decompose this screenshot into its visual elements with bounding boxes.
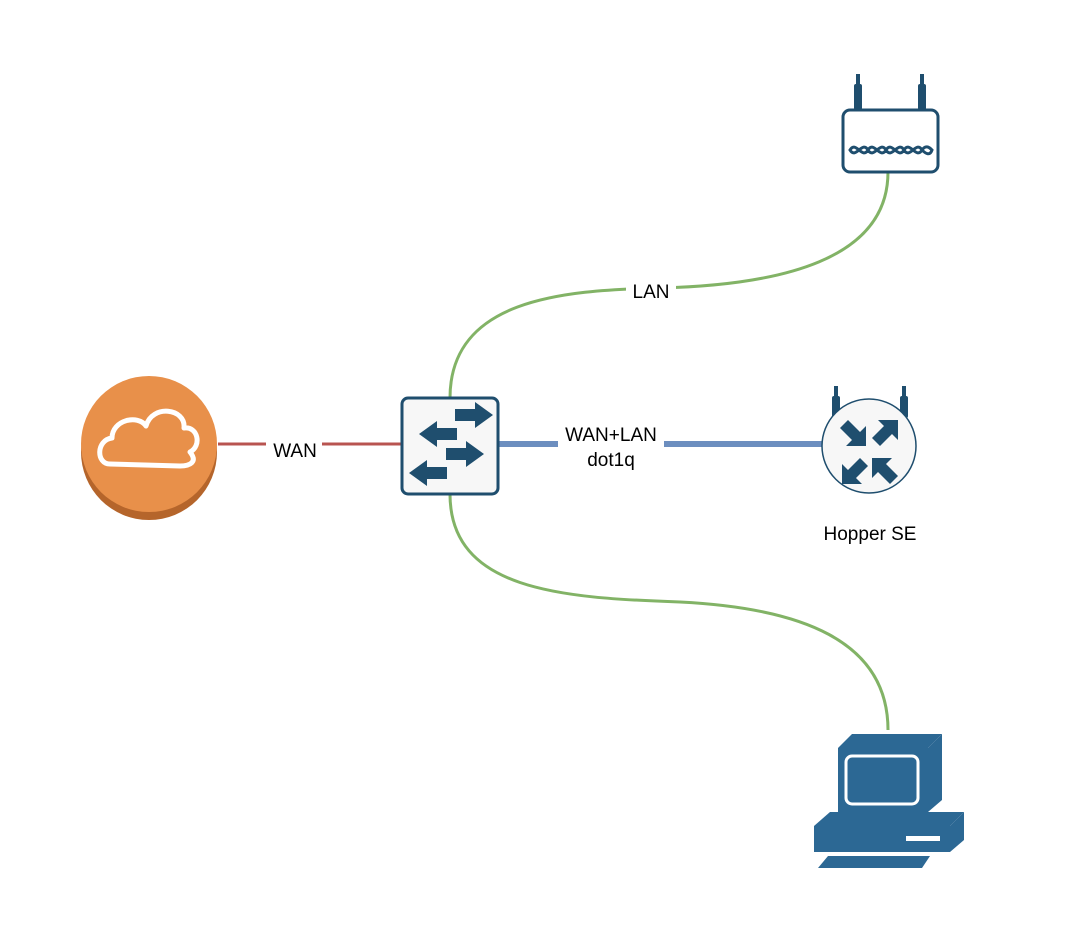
- wan-link-label: WAN: [273, 441, 317, 462]
- switch-icon: [409, 402, 493, 486]
- workstation-node[interactable]: [814, 734, 964, 868]
- wireless-router-icon: [841, 74, 940, 174]
- router-label: Hopper SE: [824, 524, 917, 545]
- router-node[interactable]: Hopper SE: [821, 386, 917, 545]
- access-point-node[interactable]: [841, 74, 940, 174]
- link-lan-workstation[interactable]: [448, 493, 890, 731]
- lan-link-label: LAN: [633, 282, 670, 303]
- trunk-link-label-line2: dot1q: [587, 450, 635, 471]
- cloud-node[interactable]: [81, 376, 217, 520]
- trunk-link-label-line1: WAN+LAN: [565, 425, 657, 446]
- cloud-icon: [97, 408, 200, 469]
- computer-icon: [814, 734, 964, 868]
- router-icon: [821, 386, 917, 494]
- switch-node[interactable]: [400, 396, 500, 496]
